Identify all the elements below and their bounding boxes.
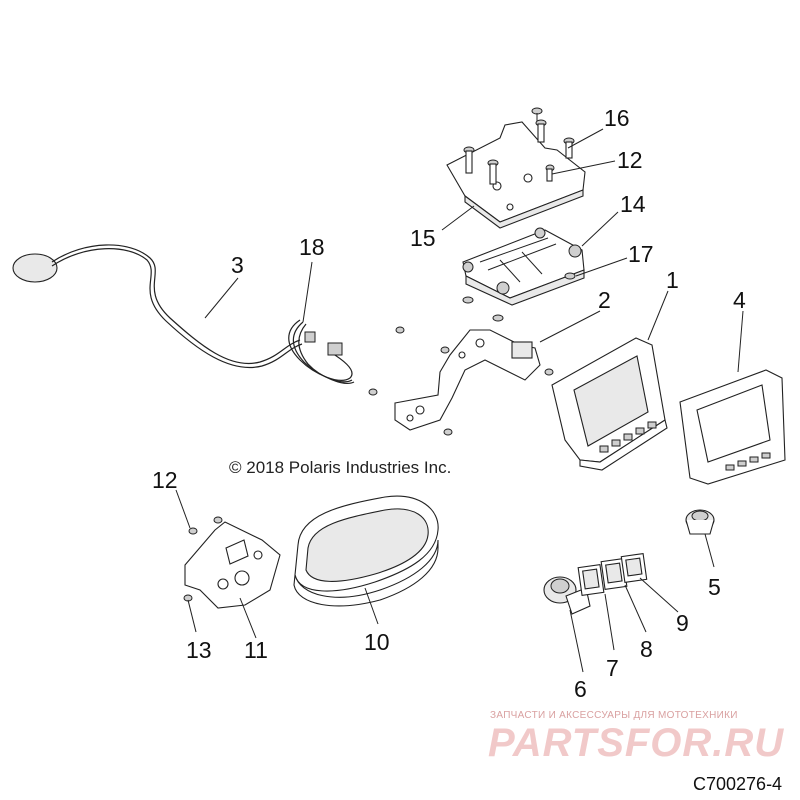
callout-8: 8 [640,636,653,662]
rocker-switches [577,552,648,597]
display-unit [551,337,668,471]
display-buttons [599,421,657,453]
upper-mounting-bracket [446,121,586,229]
callout-14: 14 [620,191,646,217]
callout-1: 1 [666,267,679,293]
wire-harness [288,319,355,384]
callout-9: 9 [676,610,689,636]
callout-15: 15 [410,225,436,251]
watermark: ЗАПЧАСТИ И АКСЕССУАРЫ ДЛЯ МОТОТЕХНИКИ PA… [488,710,784,765]
instrument-cluster [293,495,439,607]
callout-18: 18 [299,234,325,260]
callout-4: 4 [733,287,746,313]
bracket-bolts [463,107,575,185]
callout-5: 5 [708,574,721,600]
sensor-cable [12,244,303,368]
diagram-code: C700276-4 [693,774,782,794]
watermark-logo: PARTSFOR.RU [488,721,784,765]
bracket-screws [183,516,223,602]
display-mounting-bracket [394,329,541,431]
grommet-screws [368,272,576,436]
callout-11: 11 [244,637,268,663]
gauge-bracket [184,521,281,609]
callout-7: 7 [606,655,619,681]
callout-10: 10 [364,629,390,655]
control-module [462,227,585,306]
display-bezel [679,369,786,485]
power-outlet [685,509,715,535]
callout-16: 16 [604,105,630,131]
watermark-tagline: ЗАПЧАСТИ И АКСЕССУАРЫ ДЛЯ МОТОТЕХНИКИ [490,710,738,721]
callout-3: 3 [231,252,244,278]
callout-6: 6 [574,676,587,702]
callout-12-lower: 12 [152,467,178,493]
leader-lines [175,128,744,673]
callout-2: 2 [598,287,611,313]
callout-12-upper: 12 [617,147,643,173]
callout-13: 13 [186,637,212,663]
callout-17: 17 [628,241,654,267]
copyright-notice: © 2018 Polaris Industries Inc. [229,458,451,477]
callout-labels: 16 12 15 14 17 1 2 4 3 18 5 6 7 8 9 10 1… [152,105,746,702]
